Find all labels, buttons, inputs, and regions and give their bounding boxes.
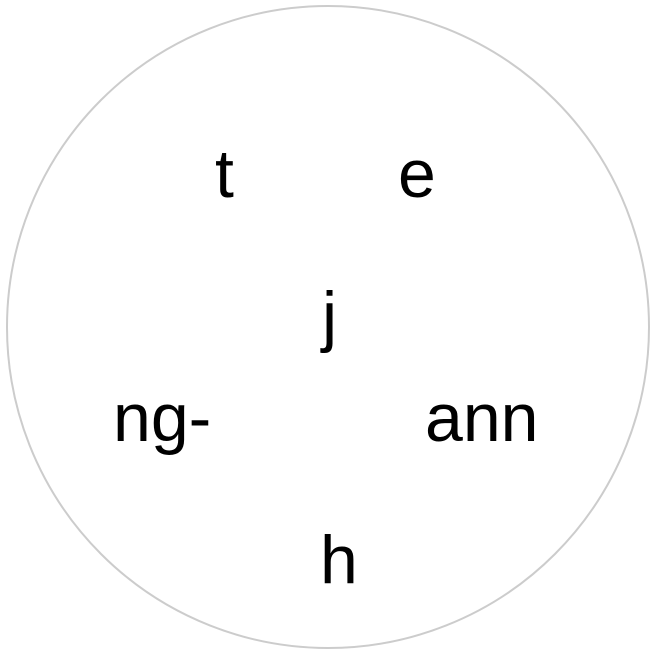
letter-tile-ng[interactable]: ng- (113, 380, 212, 456)
letter-wheel (6, 5, 650, 649)
letter-tile-j[interactable]: j (322, 278, 338, 354)
letter-tile-h[interactable]: h (320, 522, 358, 598)
letter-tile-ann[interactable]: ann (425, 380, 539, 456)
letter-tile-e[interactable]: e (398, 136, 436, 212)
letter-tile-t[interactable]: t (215, 136, 234, 212)
